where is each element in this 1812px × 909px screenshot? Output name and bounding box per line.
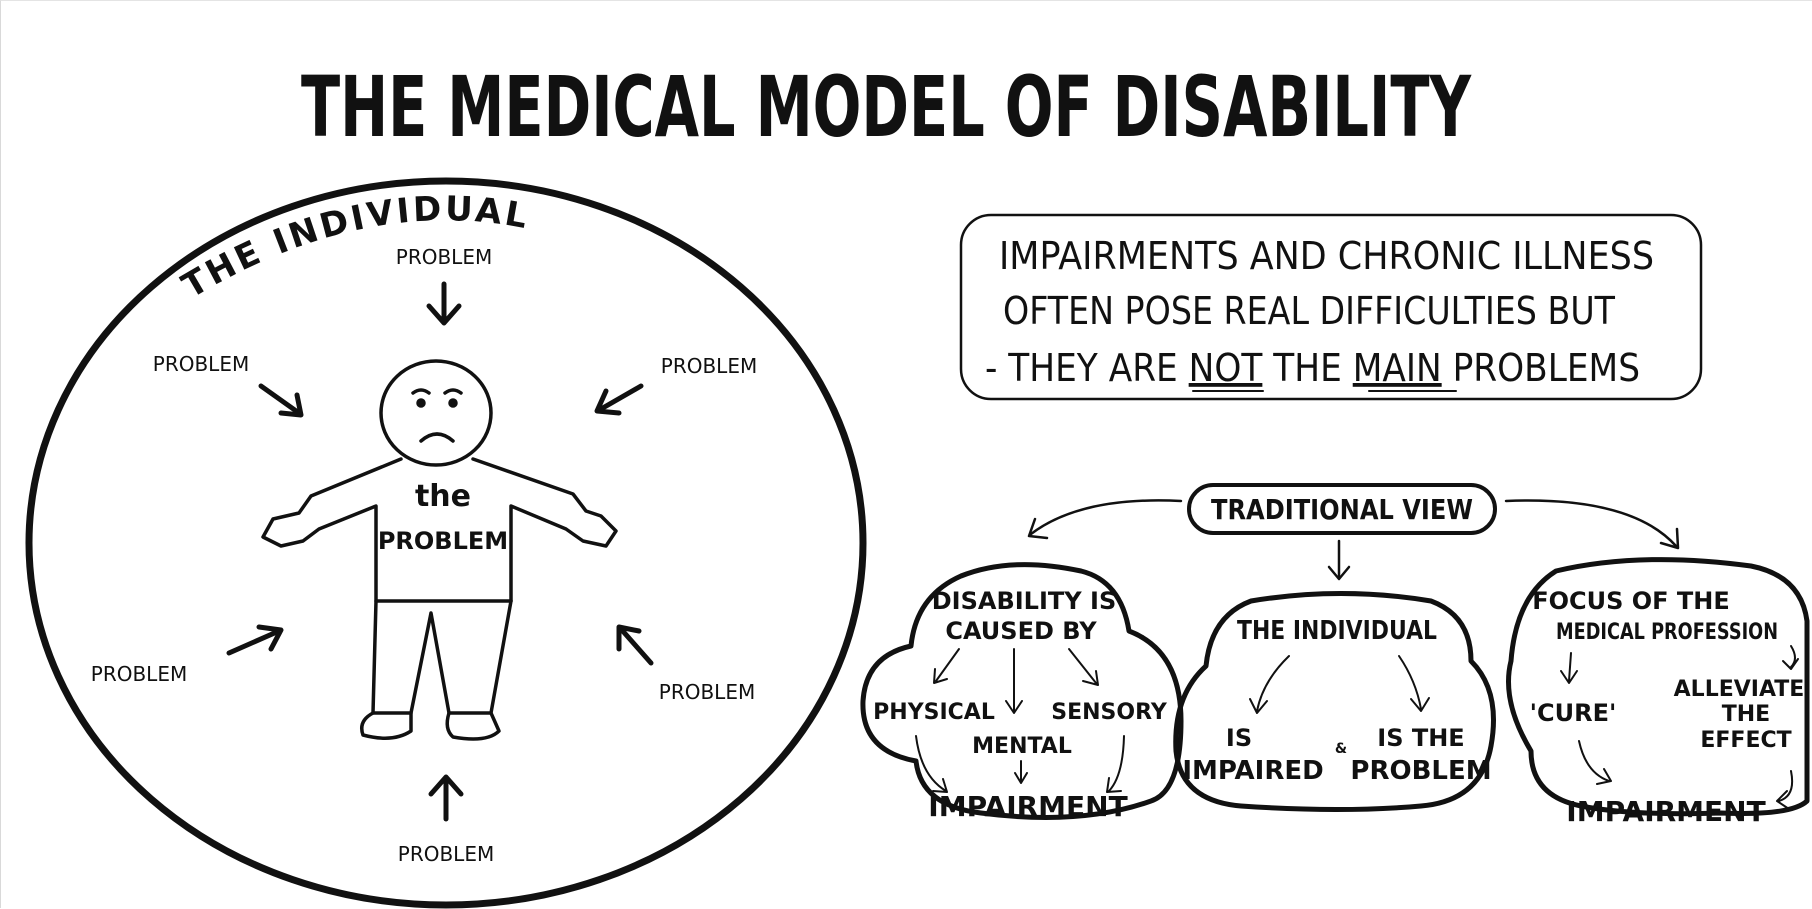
arrow-up-right-icon: [226, 624, 284, 656]
callout-main: MAIN: [1353, 346, 1442, 390]
arrow-down-icon: [426, 281, 462, 326]
cause-heading-line-2: CAUSED BY: [945, 617, 1097, 645]
cause-arrow-physical-icon: [933, 648, 960, 684]
cause-arrow-mental-down-icon: [1014, 760, 1028, 784]
traditional-view-label: TRADITIONAL VIEW: [1211, 493, 1473, 526]
individual-arrow-left-icon: [1249, 655, 1290, 714]
individual-heading: THE INDIVIDUAL: [1237, 616, 1437, 646]
diagram-title: THE MEDICAL MODEL OF DISABILITY: [301, 58, 1472, 156]
individual-box: [1173, 591, 1496, 812]
cause-mental: MENTAL: [972, 734, 1072, 759]
focus-alleviate-line-3: EFFECT: [1700, 728, 1791, 753]
callout-line-1: IMPAIRMENTS AND CHRONIC ILLNESS: [999, 234, 1654, 278]
cause-arrow-sensory-icon: [1068, 648, 1099, 686]
callout-line-2: OFTEN POSE REAL DIFFICULTIES BUT: [1003, 289, 1616, 333]
person-eye-right: [443, 388, 463, 395]
focus-arrow-alleviate-icon: [1782, 645, 1799, 670]
person-head: [379, 359, 493, 467]
cause-box: [860, 562, 1184, 820]
focus-arrow-cure-icon: [1560, 652, 1578, 684]
focus-arrow-cure-down-icon: [1578, 740, 1612, 785]
focus-heading-line-2: MEDICAL PROFESSION: [1556, 620, 1778, 645]
problem-label-top: PROBLEM: [396, 245, 492, 269]
callout-line-3: - THEY ARE NOT THE MAIN PROBLEMS: [985, 346, 1640, 390]
person-frown: [419, 432, 455, 443]
person-eye-left: [411, 388, 431, 395]
arrow-up-icon: [428, 774, 464, 822]
individual-left-line-2: IMPAIRED: [1182, 756, 1323, 786]
arrow-to-focus-box-icon: [1504, 499, 1680, 550]
cause-arrow-sensory-down-icon: [1106, 735, 1125, 793]
arrow-to-individual-box-icon: [1327, 539, 1351, 581]
focus-cure: 'CURE': [1530, 699, 1617, 727]
individual-right-line-2: PROBLEM: [1350, 756, 1491, 786]
focus-alleviate-line-1: ALLEVIATE: [1674, 677, 1805, 702]
cause-sensory: SENSORY: [1051, 700, 1168, 725]
person-legs: [371, 599, 513, 715]
person-label-the: the: [415, 479, 471, 514]
individual-right-line-1: IS THE: [1377, 724, 1464, 752]
arrow-to-cause-box-icon: [1027, 499, 1183, 540]
individual-circle: [25, 177, 867, 909]
person-foot-right: [445, 711, 501, 741]
cause-heading-line-1: DISABILITY IS: [932, 587, 1116, 615]
individual-left-line-1: IS: [1226, 724, 1252, 752]
focus-box: [1506, 557, 1810, 817]
focus-result-impairment: IMPAIRMENT: [1566, 795, 1765, 828]
traditional-view-pill: [1187, 483, 1497, 535]
individual-joiner: &: [1335, 741, 1347, 757]
arrow-down-right-icon: [258, 383, 304, 418]
cause-physical: PHYSICAL: [873, 700, 995, 725]
problem-label-lower-right: PROBLEM: [659, 680, 755, 704]
cause-result-impairment: IMPAIRMENT: [928, 790, 1127, 823]
callout-not: NOT: [1189, 346, 1263, 390]
cause-arrow-physical-down-icon: [915, 735, 948, 793]
individual-arrow-right-icon: [1398, 655, 1430, 712]
focus-alleviate-line-2: THE: [1722, 702, 1770, 727]
person-body: [261, 457, 618, 603]
problem-label-lower-left: PROBLEM: [91, 662, 187, 686]
problem-label-upper-left: PROBLEM: [153, 352, 249, 376]
focus-arrow-effect-down-icon: [1776, 770, 1794, 810]
focus-heading-line-1: FOCUS OF THE: [1532, 587, 1730, 615]
callout-box: [959, 213, 1703, 401]
arrow-down-left-icon: [594, 383, 644, 416]
person-label-problem: PROBLEM: [378, 527, 508, 555]
arrow-up-left-icon: [616, 624, 654, 666]
person-foot-left: [360, 711, 413, 740]
problem-label-upper-right: PROBLEM: [661, 354, 757, 378]
problem-label-bottom: PROBLEM: [398, 842, 494, 866]
cause-arrow-mental-icon: [1005, 648, 1023, 714]
person-figure: [261, 359, 618, 741]
